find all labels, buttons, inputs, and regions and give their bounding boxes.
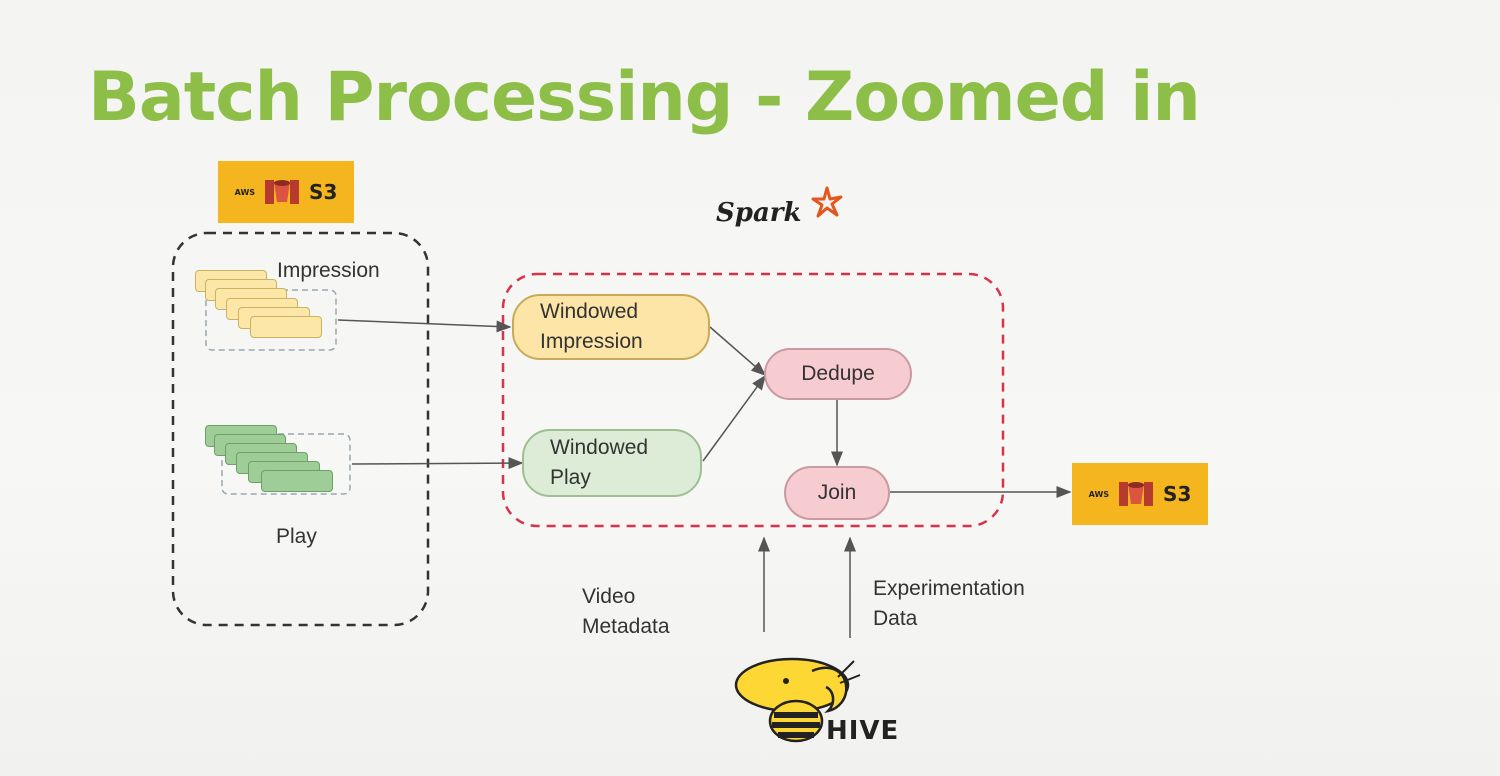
spark-job-boundary xyxy=(501,272,1005,528)
impression-stack-outline xyxy=(205,289,337,351)
windowed-impression-label: Windowed Impression xyxy=(540,300,643,353)
windowed-impression-node: Windowed Impression xyxy=(512,294,710,360)
spark-logo-text: Spark xyxy=(716,198,802,228)
join-node: Join xyxy=(784,466,890,520)
aws-label: AWS xyxy=(1088,489,1110,499)
video-metadata-label: Video Metadata xyxy=(582,585,670,638)
slide-title: Batch Processing - Zoomed in xyxy=(88,58,1201,137)
s3-bucket-icon xyxy=(1119,482,1154,506)
spark-star-icon xyxy=(811,186,843,218)
impression-label: Impression xyxy=(277,259,380,282)
s3-label: S3 xyxy=(1163,482,1192,506)
source-s3-badge: AWS S3 xyxy=(218,161,354,223)
arrow-impression-to-windowed xyxy=(337,319,512,333)
play-stack-outline xyxy=(221,433,351,495)
arrow-windowed-impression-to-dedupe xyxy=(709,326,767,376)
play-file xyxy=(261,470,333,492)
s3-bucket-icon xyxy=(265,180,300,204)
play-label: Play xyxy=(276,525,317,548)
dedupe-node: Dedupe xyxy=(764,348,912,400)
windowed-play-label: Windowed Play xyxy=(550,436,649,489)
aws-label: AWS xyxy=(234,187,256,197)
hive-bee-elephant-icon xyxy=(734,657,861,743)
s3-label: S3 xyxy=(309,180,338,204)
source-container-boundary xyxy=(171,231,430,627)
hive-logo-text: HIVE xyxy=(826,716,900,746)
windowed-play-node: Windowed Play xyxy=(522,429,702,497)
impression-file xyxy=(250,316,322,338)
join-label: Join xyxy=(817,481,857,504)
experimentation-data-label: Experimentation Data xyxy=(873,577,1025,630)
arrow-windowed-play-to-dedupe xyxy=(702,374,766,462)
sink-s3-badge: AWS S3 xyxy=(1072,463,1208,525)
arrow-play-to-windowed xyxy=(351,457,524,470)
dedupe-label: Dedupe xyxy=(801,362,875,385)
